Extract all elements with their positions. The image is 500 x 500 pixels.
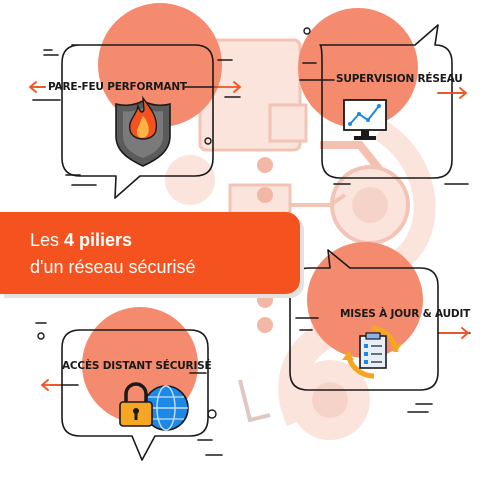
background-illustration <box>165 38 436 440</box>
padlock-globe-icon <box>119 382 189 431</box>
bubble-supervision <box>319 24 453 179</box>
firewall-shield-icon <box>115 95 171 167</box>
banner-line-1: Les 4 piliers <box>30 230 132 251</box>
banner-line-2: d'un réseau sécurisé <box>30 257 196 277</box>
pillar-label-updates: MISES À JOUR & AUDIT <box>340 308 471 320</box>
clipboard-refresh-icon <box>342 325 402 379</box>
bubble-firewall <box>61 44 214 199</box>
banner-prefix: Les <box>30 230 65 250</box>
pillar-label-supervision: SUPERVISION RÉSEAU <box>336 73 463 85</box>
arrow-decorations <box>28 81 470 391</box>
circle-firewall <box>98 3 222 127</box>
circle-updates <box>307 242 423 358</box>
dot-decorations <box>37 27 311 419</box>
title-banner: Les 4 piliers d'un réseau sécurisé <box>0 212 300 294</box>
pillar-label-remote-access: ACCÈS DISTANT SÉCURISÉ <box>62 360 212 372</box>
monitor-chart-icon <box>343 99 387 140</box>
circle-supervision <box>298 8 418 128</box>
pillar-label-firewall: PARE-FEU PERFORMANT <box>48 81 187 93</box>
bubble-remote <box>61 329 209 461</box>
banner-bold: 4 piliers <box>64 230 133 250</box>
